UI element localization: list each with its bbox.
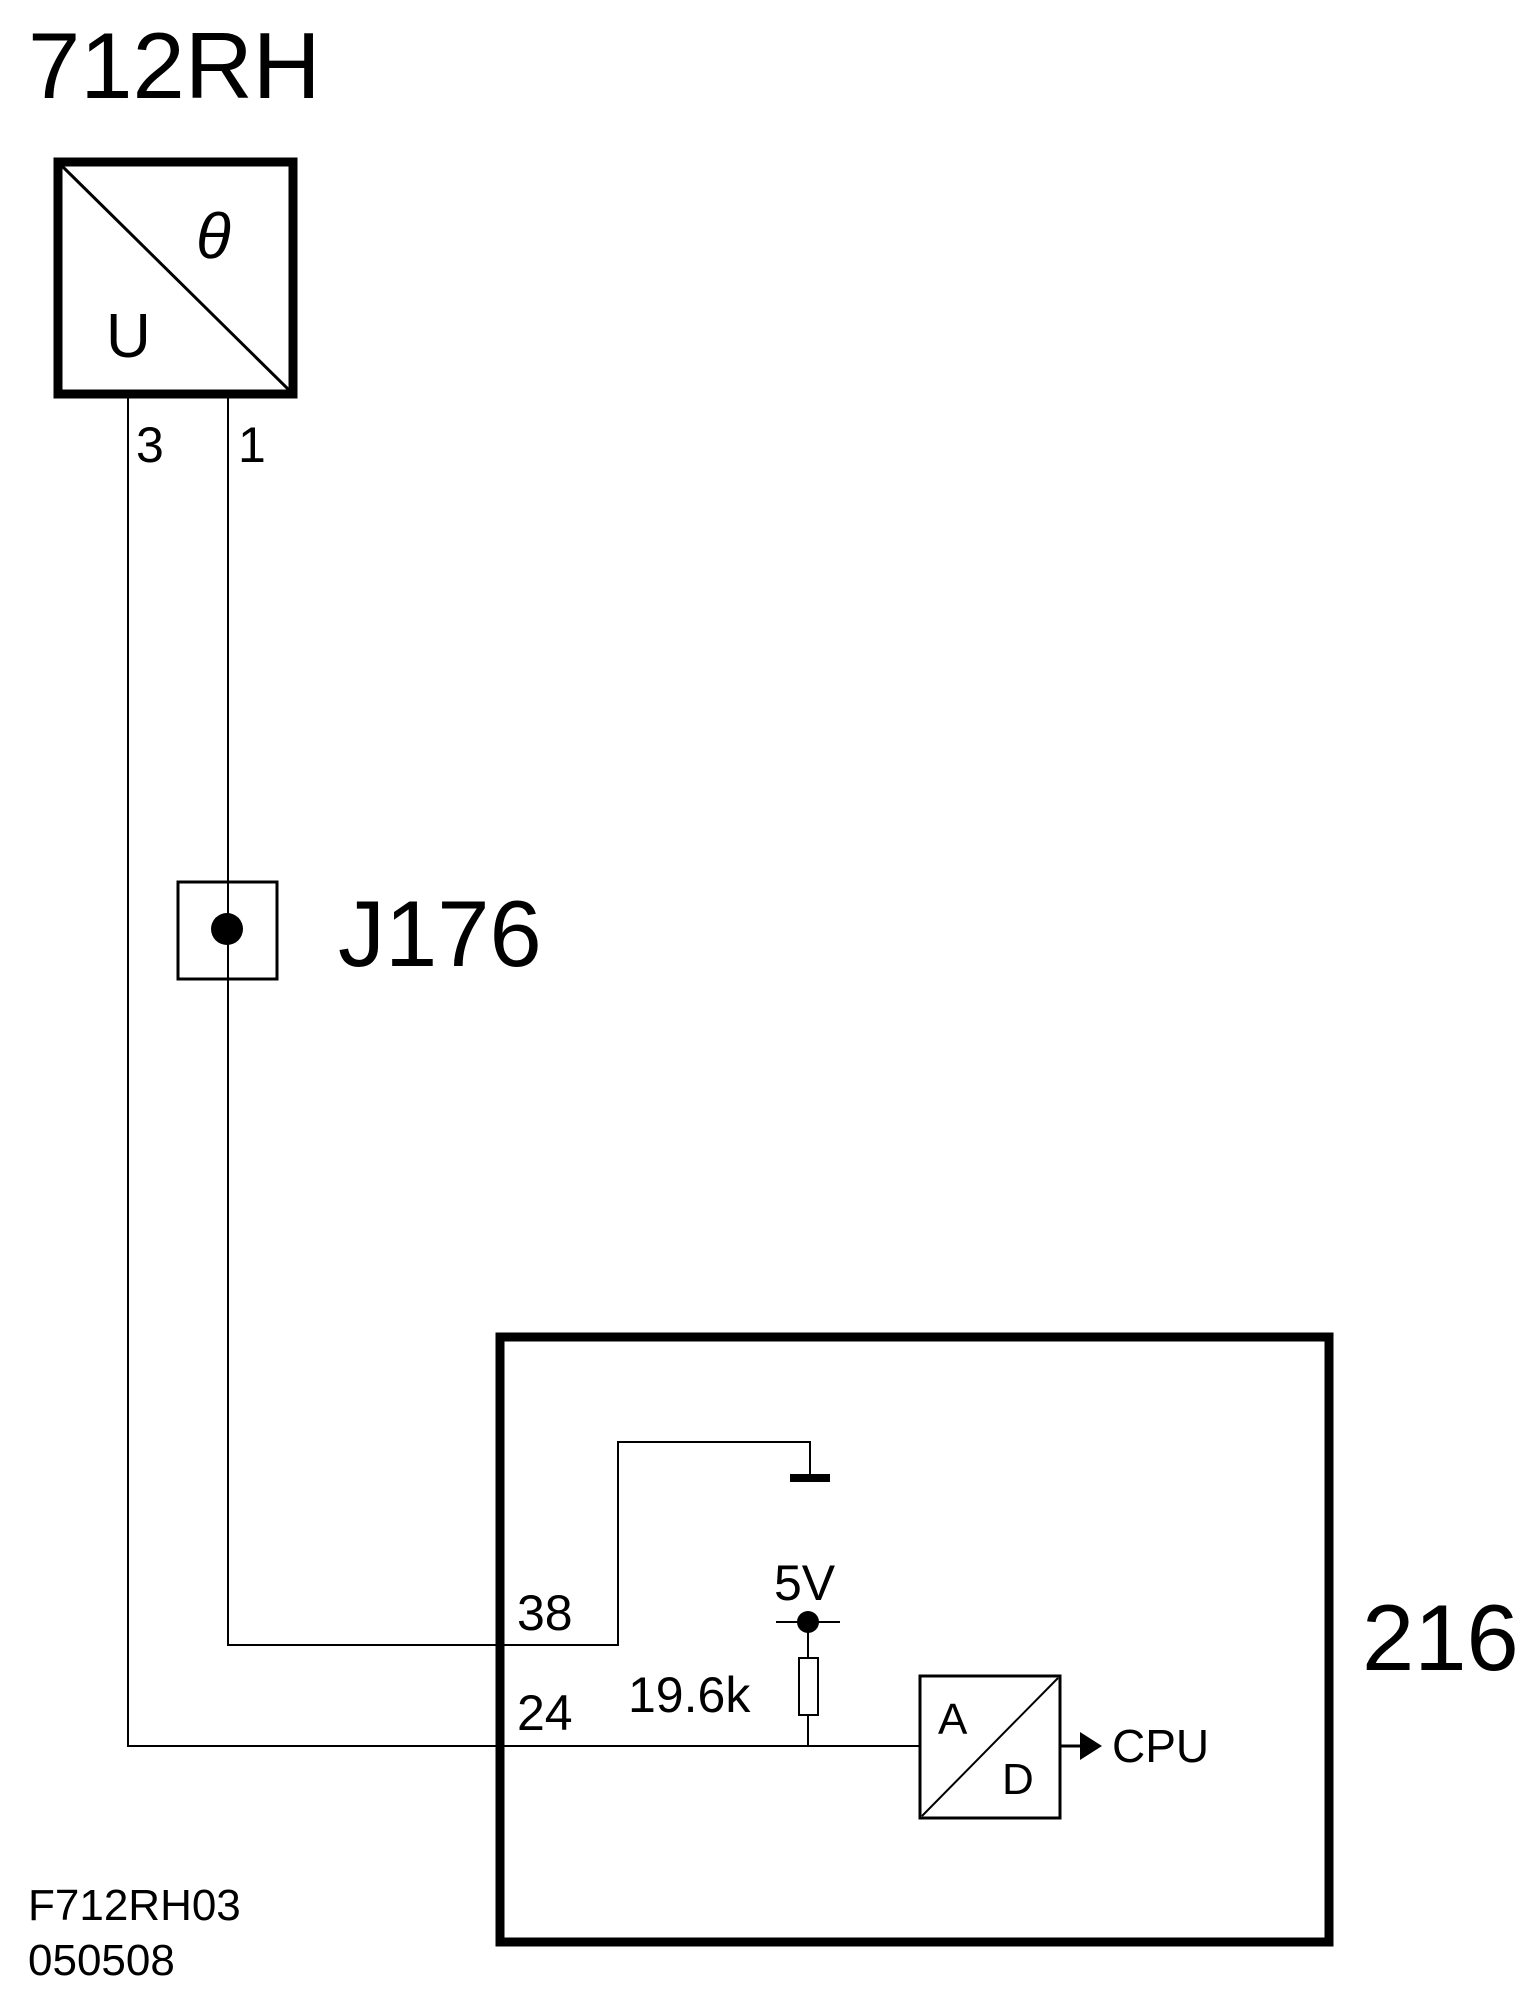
junction-label: J176 <box>338 881 542 986</box>
ground-symbol <box>790 1474 830 1482</box>
temperature-sensor-712rh: θ U <box>53 157 298 399</box>
pin38-ground-trace <box>500 1441 811 1646</box>
ad-converter: A D <box>918 1674 1062 1820</box>
sensor-box <box>53 157 298 399</box>
resistor-value: 19.6k <box>628 1667 751 1723</box>
cpu-arrow-head <box>1080 1732 1102 1760</box>
sensor-pin-1: 1 <box>238 417 266 473</box>
ecu-label: 216 <box>1362 1585 1519 1690</box>
sensor-pin-3: 3 <box>136 417 164 473</box>
junction-j176 <box>176 880 279 981</box>
ad-label-a: A <box>938 1695 968 1744</box>
ecu-pin-38: 38 <box>517 1585 573 1641</box>
ecu-pin-24: 24 <box>517 1685 573 1741</box>
wire-pin1-to-38 <box>227 398 500 1646</box>
theta-symbol: θ <box>196 200 231 272</box>
figure-code: F712RH03 <box>28 1881 241 1930</box>
ad-label-d: D <box>1002 1755 1034 1804</box>
figure-date: 050508 <box>28 1936 175 1985</box>
ecu-box-216 <box>495 1332 1334 1947</box>
pullup-resistor <box>798 1657 819 1716</box>
cpu-label: CPU <box>1112 1720 1209 1772</box>
sensor-title: 712RH <box>28 13 321 118</box>
sensor-diagonal <box>60 164 291 392</box>
supply-5v-label: 5V <box>774 1555 836 1611</box>
junction-dot <box>211 913 243 945</box>
u-symbol: U <box>106 302 151 371</box>
wire-pin3-to-24 <box>127 398 660 1747</box>
